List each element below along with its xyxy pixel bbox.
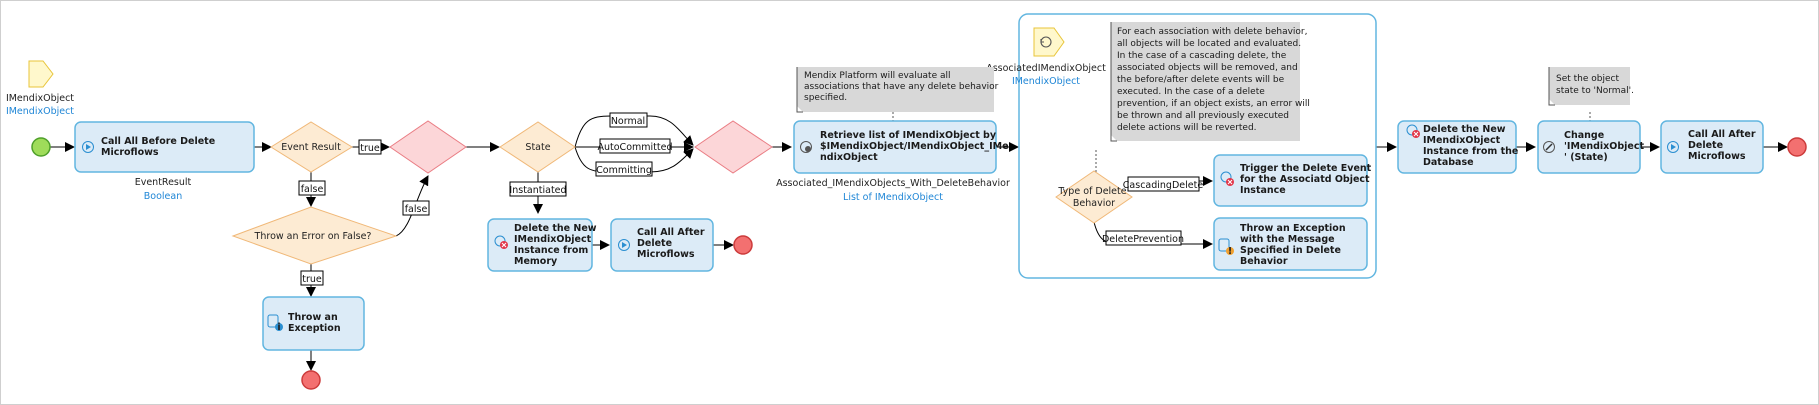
activity-change-object-label: Change 'IMendixObject ' (State): [1564, 130, 1647, 163]
svg-text:DeletePrevention: DeletePrevention: [1102, 234, 1184, 245]
flow-label-prevention: DeletePrevention: [1102, 230, 1184, 246]
flow-label-autocommitted: AutoCommitted: [598, 138, 673, 154]
activity-throw-message-label: Throw an Exception with the Message Spec…: [1240, 223, 1349, 267]
pencil-icon: [1545, 143, 1553, 151]
parameter-type: IMendixObject: [6, 106, 74, 117]
parameter-name: IMendixObject: [6, 93, 74, 104]
delete-icon: [501, 242, 507, 248]
parameter-icon[interactable]: [28, 60, 54, 88]
svg-text:AutoCommitted: AutoCommitted: [598, 142, 673, 153]
activity-retrieve-list[interactable]: Retrieve list of IMendixObject by $IMend…: [793, 120, 1012, 174]
flow-label-false1: false: [298, 180, 326, 196]
activity-call-before-delete[interactable]: Call All Before Delete Microflows: [74, 121, 255, 173]
flow-label-normal: Normal: [609, 112, 648, 128]
state-note[interactable]: Set the object state to 'Normal'.: [1548, 67, 1634, 106]
decision-event-result[interactable]: [270, 121, 353, 173]
decision-state[interactable]: [499, 121, 576, 173]
activity-retrieve-list-label: Retrieve list of IMendixObject by $IMend…: [820, 130, 1012, 163]
state-note-text: Set the object state to 'Normal'.: [1556, 74, 1634, 96]
decision-throw-on-false-label: Throw an Error on False?: [254, 231, 372, 242]
loop-iterator-name: AssociatedIMendixObject: [986, 63, 1106, 74]
call-before-output-type: Boolean: [144, 191, 182, 202]
end-event-exception[interactable]: [301, 370, 321, 390]
activity-change-object[interactable]: Change 'IMendixObject ' (State): [1537, 120, 1647, 174]
activity-throw-exception[interactable]: i Throw an Exception: [262, 296, 365, 351]
activity-call-after-delete-end[interactable]: Call All After Delete Microflows: [1660, 120, 1764, 174]
decision-throw-on-false[interactable]: [231, 206, 398, 265]
activity-trigger-delete-event[interactable]: Trigger the Delete Event for the Associa…: [1213, 154, 1375, 207]
loop-iterator-icon: [1033, 27, 1065, 57]
loop-note-text: For each association with delete behavio…: [1117, 27, 1313, 133]
activity-call-after-delete-end-label: Call All After Delete Microflows: [1688, 129, 1759, 162]
activity-call-before-delete-label: Call All Before Delete Microflows: [101, 136, 218, 158]
svg-text:Instantiated: Instantiated: [509, 185, 566, 196]
loop-iterator-type: IMendixObject: [1012, 76, 1080, 87]
svg-text:false: false: [405, 204, 428, 215]
flow-label-true2: true: [300, 270, 324, 286]
activity-call-after-delete-mid-label: Call All After Delete Microflows: [637, 227, 708, 260]
svg-text:CascadingDelete: CascadingDelete: [1123, 180, 1204, 191]
flow-label-committing: Committing: [595, 161, 653, 177]
retrieve-note-text: Mendix Platform will evaluate all associ…: [804, 71, 1001, 103]
activity-call-after-delete-mid[interactable]: Call All After Delete Microflows: [610, 218, 714, 272]
decision-state-label: State: [525, 142, 550, 153]
loop-note[interactable]: For each association with delete behavio…: [1110, 22, 1313, 142]
flow-label-false2: false: [402, 200, 430, 216]
svg-text:true: true: [302, 274, 322, 285]
retrieve-note[interactable]: Mendix Platform will evaluate all associ…: [796, 67, 1001, 113]
activity-trigger-delete-event-label: Trigger the Delete Event for the Associa…: [1240, 163, 1375, 196]
flow-label-cascading: CascadingDelete: [1123, 176, 1204, 192]
info-icon: i: [277, 322, 280, 333]
loop-container[interactable]: [1018, 13, 1377, 279]
retrieve-output-type: List of IMendixObject: [843, 192, 943, 203]
call-before-output-var: EventResult: [135, 177, 192, 188]
activity-delete-from-memory[interactable]: Delete the New IMendixObject Instance fr…: [487, 218, 600, 272]
activity-throw-exception-label: Throw an Exception: [288, 312, 341, 334]
warning-icon: !: [1228, 246, 1232, 257]
end-event-instantiated[interactable]: [733, 235, 753, 255]
activity-delete-from-db[interactable]: Delete the New IMendixObject Instance fr…: [1397, 120, 1522, 174]
svg-text:Committing: Committing: [596, 165, 652, 176]
activity-delete-from-memory-label: Delete the New IMendixObject Instance fr…: [514, 223, 600, 267]
start-event[interactable]: [31, 137, 51, 157]
flow-label-instantiated: Instantiated: [509, 181, 567, 197]
decision-event-result-label: Event Result: [281, 142, 341, 153]
retrieve-output-var: Associated_IMendixObjects_With_DeleteBeh…: [776, 178, 1010, 189]
decision-delete-type[interactable]: [1055, 170, 1133, 224]
svg-text:true: true: [360, 143, 380, 154]
activity-throw-message[interactable]: ! Throw an Exception with the Message Sp…: [1213, 217, 1368, 271]
merge-1[interactable]: [389, 120, 467, 174]
svg-text:false: false: [301, 184, 324, 195]
svg-text:Normal: Normal: [611, 116, 645, 127]
end-event-main[interactable]: [1787, 137, 1807, 157]
activity-delete-from-db-label: Delete the New IMendixObject Instance fr…: [1423, 124, 1522, 168]
merge-2[interactable]: [694, 120, 773, 174]
decision-delete-type-label: Type of Delete Behavior: [1057, 186, 1129, 209]
flow-label-true1: true: [358, 139, 382, 155]
